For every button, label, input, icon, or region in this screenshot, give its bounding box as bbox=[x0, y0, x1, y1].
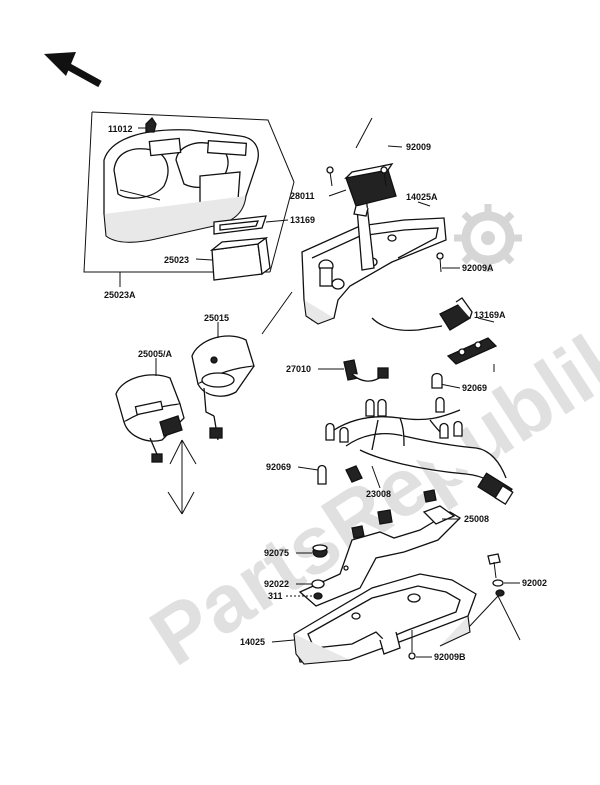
wire-harness-23008 bbox=[317, 396, 514, 506]
label-311: 311 bbox=[268, 591, 283, 601]
connector-13169A bbox=[371, 297, 498, 372]
label-25005SA: 25005/A bbox=[138, 349, 173, 359]
switch-27010 bbox=[343, 359, 389, 382]
under-cover-14025 bbox=[293, 573, 477, 665]
label-13169: 13169 bbox=[290, 215, 315, 225]
label-11012: 11012 bbox=[108, 124, 133, 134]
label-23008: 23008 bbox=[366, 489, 391, 499]
label-25008: 25008 bbox=[464, 514, 489, 524]
label-14025: 14025 bbox=[240, 637, 265, 647]
label-13169A: 13169A bbox=[474, 310, 506, 320]
screw-92009B bbox=[408, 630, 416, 660]
bulb-92069-single bbox=[431, 372, 443, 389]
grommet-92075 bbox=[312, 544, 328, 558]
label-28011: 28011 bbox=[290, 191, 315, 201]
bolt-92002 bbox=[487, 553, 505, 597]
screw-92009A bbox=[436, 252, 444, 273]
label-92022: 92022 bbox=[264, 579, 289, 589]
bulb-socket-group bbox=[317, 396, 463, 503]
lens-13169 bbox=[213, 215, 267, 235]
screw-92009 bbox=[326, 166, 388, 187]
label-25015: 25015 bbox=[204, 313, 229, 323]
label-92075: 92075 bbox=[264, 548, 289, 558]
meter-base-14025A bbox=[301, 195, 447, 325]
label-92009A: 92009A bbox=[462, 263, 494, 273]
label-14025A: 14025A bbox=[406, 192, 438, 202]
regulator-28011 bbox=[344, 163, 397, 217]
label-25023A: 25023A bbox=[104, 290, 136, 300]
front-direction-arrow-icon bbox=[44, 52, 102, 88]
label-92009B: 92009B bbox=[434, 652, 466, 662]
grommet-11012 bbox=[145, 116, 157, 133]
speedometer-25005SA bbox=[115, 374, 185, 463]
gear-icon bbox=[454, 204, 522, 272]
label-92009: 92009 bbox=[406, 142, 431, 152]
label-25023: 25023 bbox=[164, 255, 189, 265]
label-92002: 92002 bbox=[522, 578, 547, 588]
collar-92022 bbox=[311, 579, 325, 589]
meter-cover-25023A bbox=[103, 116, 259, 243]
label-92069-right: 92069 bbox=[462, 383, 487, 393]
bracket-25008 bbox=[298, 505, 462, 607]
label-27010: 27010 bbox=[286, 364, 311, 374]
case-25023 bbox=[209, 236, 271, 281]
label-92069-left: 92069 bbox=[266, 462, 291, 472]
nut-311 bbox=[313, 592, 323, 600]
tachometer-25015 bbox=[191, 335, 255, 441]
